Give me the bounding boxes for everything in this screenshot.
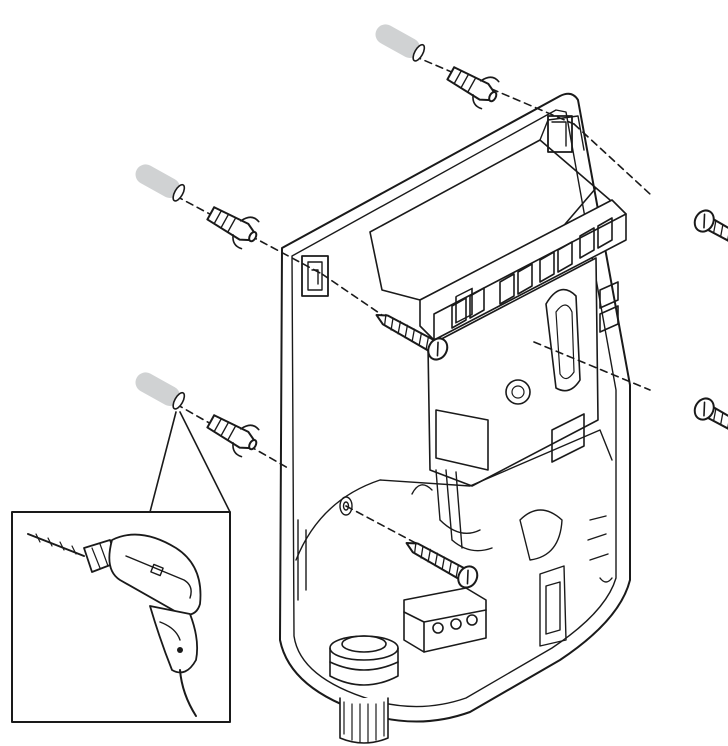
terminal-strip: [419, 199, 627, 341]
mount-window-right: [547, 115, 573, 153]
drill-icon: [27, 533, 202, 717]
screw-top-right: [690, 206, 728, 266]
screw-mid-right: [690, 394, 728, 454]
housing-rim: [291, 109, 617, 708]
lower-cavity: [295, 429, 613, 647]
mount-window-left: [301, 255, 329, 297]
hole-top: [370, 19, 426, 63]
hole-lower-left: [130, 367, 186, 411]
anchor-upper-left: [201, 197, 265, 254]
anchor-top: [441, 57, 505, 114]
drill-inset: [11, 411, 231, 723]
inset-pointer: [149, 411, 231, 513]
anchor-lower-left: [201, 405, 265, 462]
cable-gland: [329, 635, 399, 744]
housing: [279, 92, 631, 744]
hole-upper-left: [130, 159, 186, 203]
wiring: [411, 469, 493, 552]
